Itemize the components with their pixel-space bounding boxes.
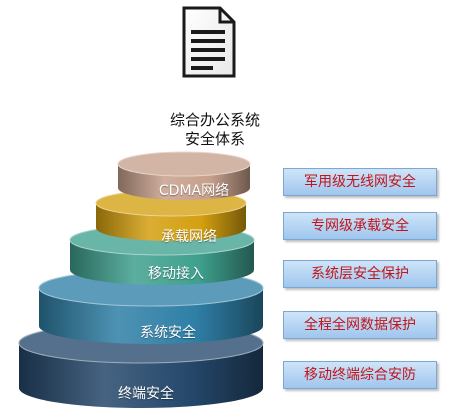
document-icon: [182, 6, 236, 78]
security-tag-5: 移动终端综合安防: [283, 361, 437, 389]
security-tag-1: 军用级无线网安全: [283, 168, 437, 196]
title-line-1: 综合办公系统: [169, 111, 260, 129]
tier-label-3: 移动接入: [148, 266, 204, 282]
security-tag-2: 专网级承载安全: [283, 212, 437, 240]
security-tag-4: 全程全网数据保护: [283, 311, 437, 339]
tier-label-2: 承载网络: [161, 229, 217, 245]
tier-top: [117, 151, 251, 177]
security-tag-3: 系统层安全保护: [283, 260, 437, 288]
title-line-2: 安全体系: [184, 130, 245, 148]
tier-label-5: 终端安全: [118, 386, 174, 402]
tier-label-1: CDMA网络: [158, 183, 230, 199]
tier-1: [117, 151, 251, 200]
tier-label-4: 系统安全: [140, 325, 196, 341]
diagram-title: 综合办公系统 安全体系: [140, 111, 290, 149]
